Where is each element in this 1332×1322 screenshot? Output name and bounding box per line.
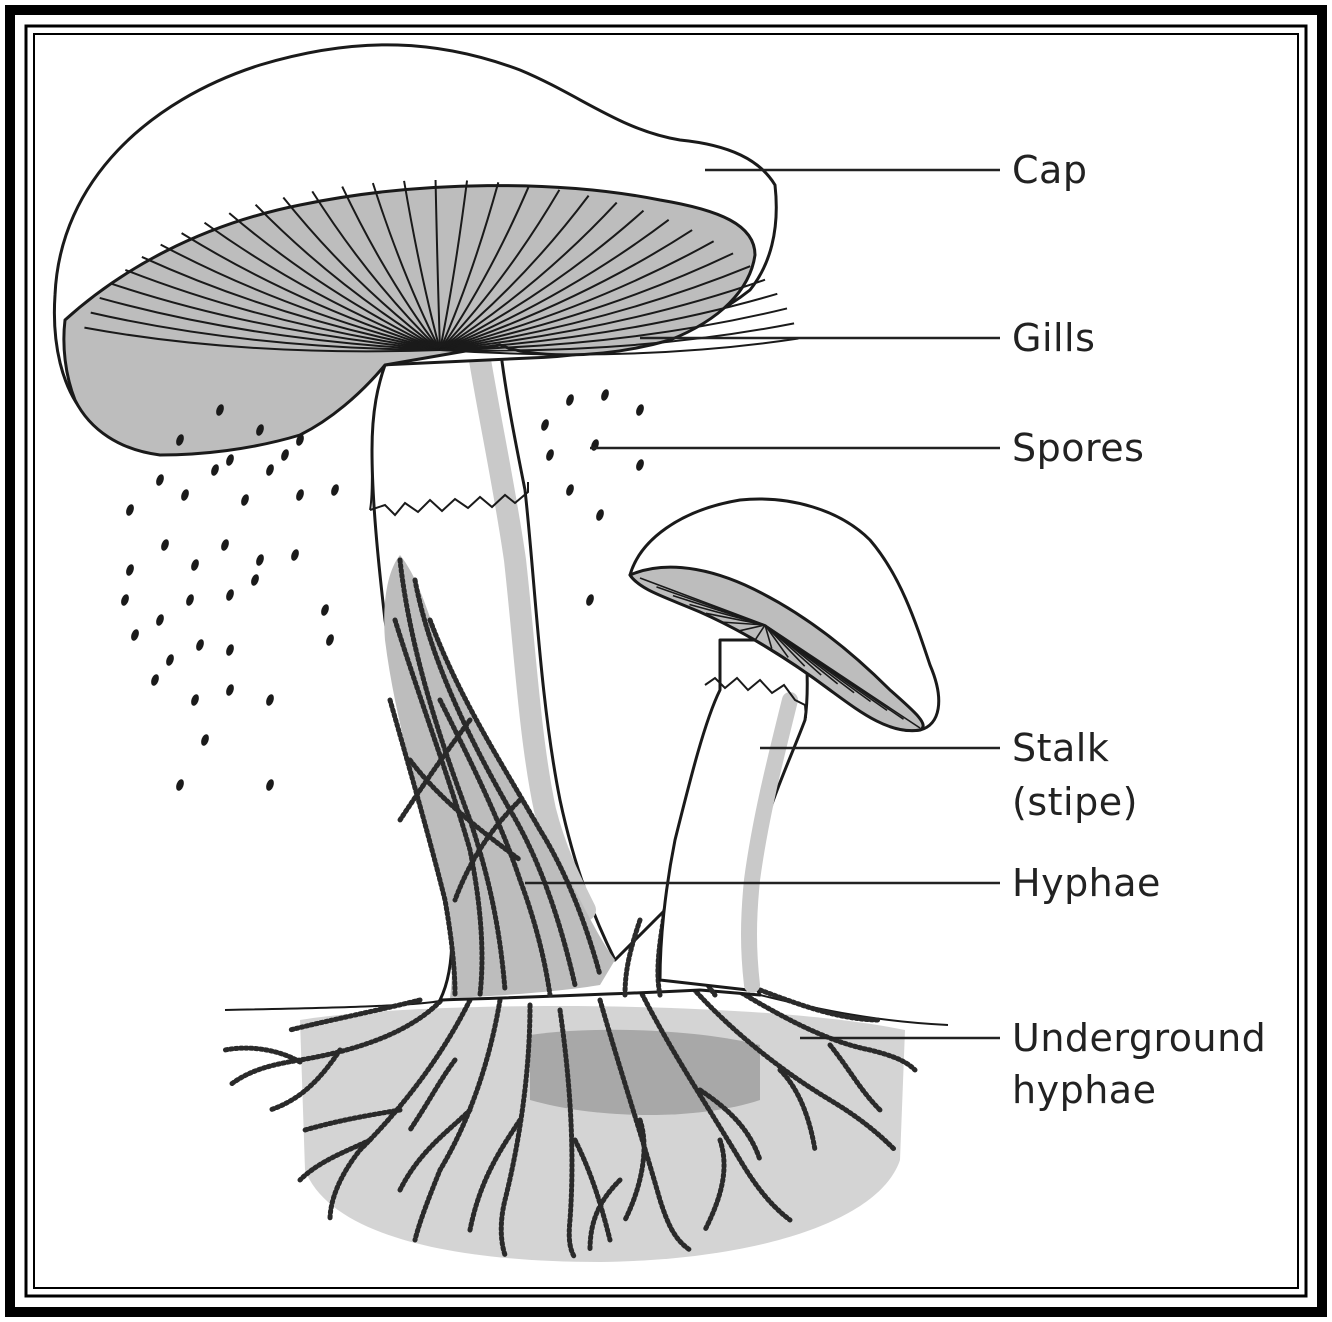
label-gills: Gills: [1012, 316, 1095, 360]
spore: [190, 693, 201, 707]
spore: [130, 628, 141, 642]
spore: [150, 673, 161, 687]
spore: [125, 503, 136, 517]
spore: [325, 633, 336, 647]
spore: [250, 573, 261, 587]
spore: [565, 483, 576, 497]
spore: [165, 653, 176, 667]
soil-region: [225, 995, 948, 1262]
small-mushroom: [630, 499, 939, 990]
label-underground-hyphae: hyphae: [1012, 1068, 1156, 1112]
spore: [265, 778, 276, 792]
spore: [125, 563, 136, 577]
label-underground: Underground: [1012, 1016, 1266, 1060]
spore: [290, 548, 301, 562]
label-stalk: Stalk: [1012, 726, 1109, 770]
spore: [240, 493, 251, 507]
spore: [155, 473, 166, 487]
spore: [635, 458, 646, 472]
spore: [565, 393, 576, 407]
spore: [265, 463, 276, 477]
spore: [225, 588, 236, 602]
spore: [225, 683, 236, 697]
spore: [190, 558, 201, 572]
label-cap: Cap: [1012, 148, 1087, 192]
spore: [265, 693, 276, 707]
spore: [545, 448, 556, 462]
label-stipe: (stipe): [1012, 780, 1138, 824]
spore: [160, 538, 171, 552]
spore: [225, 643, 236, 657]
spore: [330, 483, 341, 497]
spore: [175, 778, 186, 792]
spore: [200, 733, 211, 747]
spore: [225, 453, 236, 467]
spore: [320, 603, 331, 617]
label-spores: Spores: [1012, 426, 1144, 470]
spore: [595, 508, 606, 522]
spore: [540, 418, 551, 432]
label-hyphae: Hyphae: [1012, 861, 1161, 905]
spore: [180, 488, 191, 502]
spore: [210, 463, 221, 477]
spore: [195, 638, 206, 652]
spore: [635, 403, 646, 417]
spore: [585, 593, 596, 607]
spore: [185, 593, 196, 607]
spore: [600, 388, 611, 402]
spore: [155, 613, 166, 627]
spore: [590, 438, 601, 452]
spore: [295, 488, 306, 502]
labels: Cap Gills Spores Stalk (stipe) Hyphae Un…: [1012, 148, 1266, 1112]
spore: [120, 593, 131, 607]
spore: [280, 448, 291, 462]
spore: [220, 538, 231, 552]
spore: [255, 553, 266, 567]
